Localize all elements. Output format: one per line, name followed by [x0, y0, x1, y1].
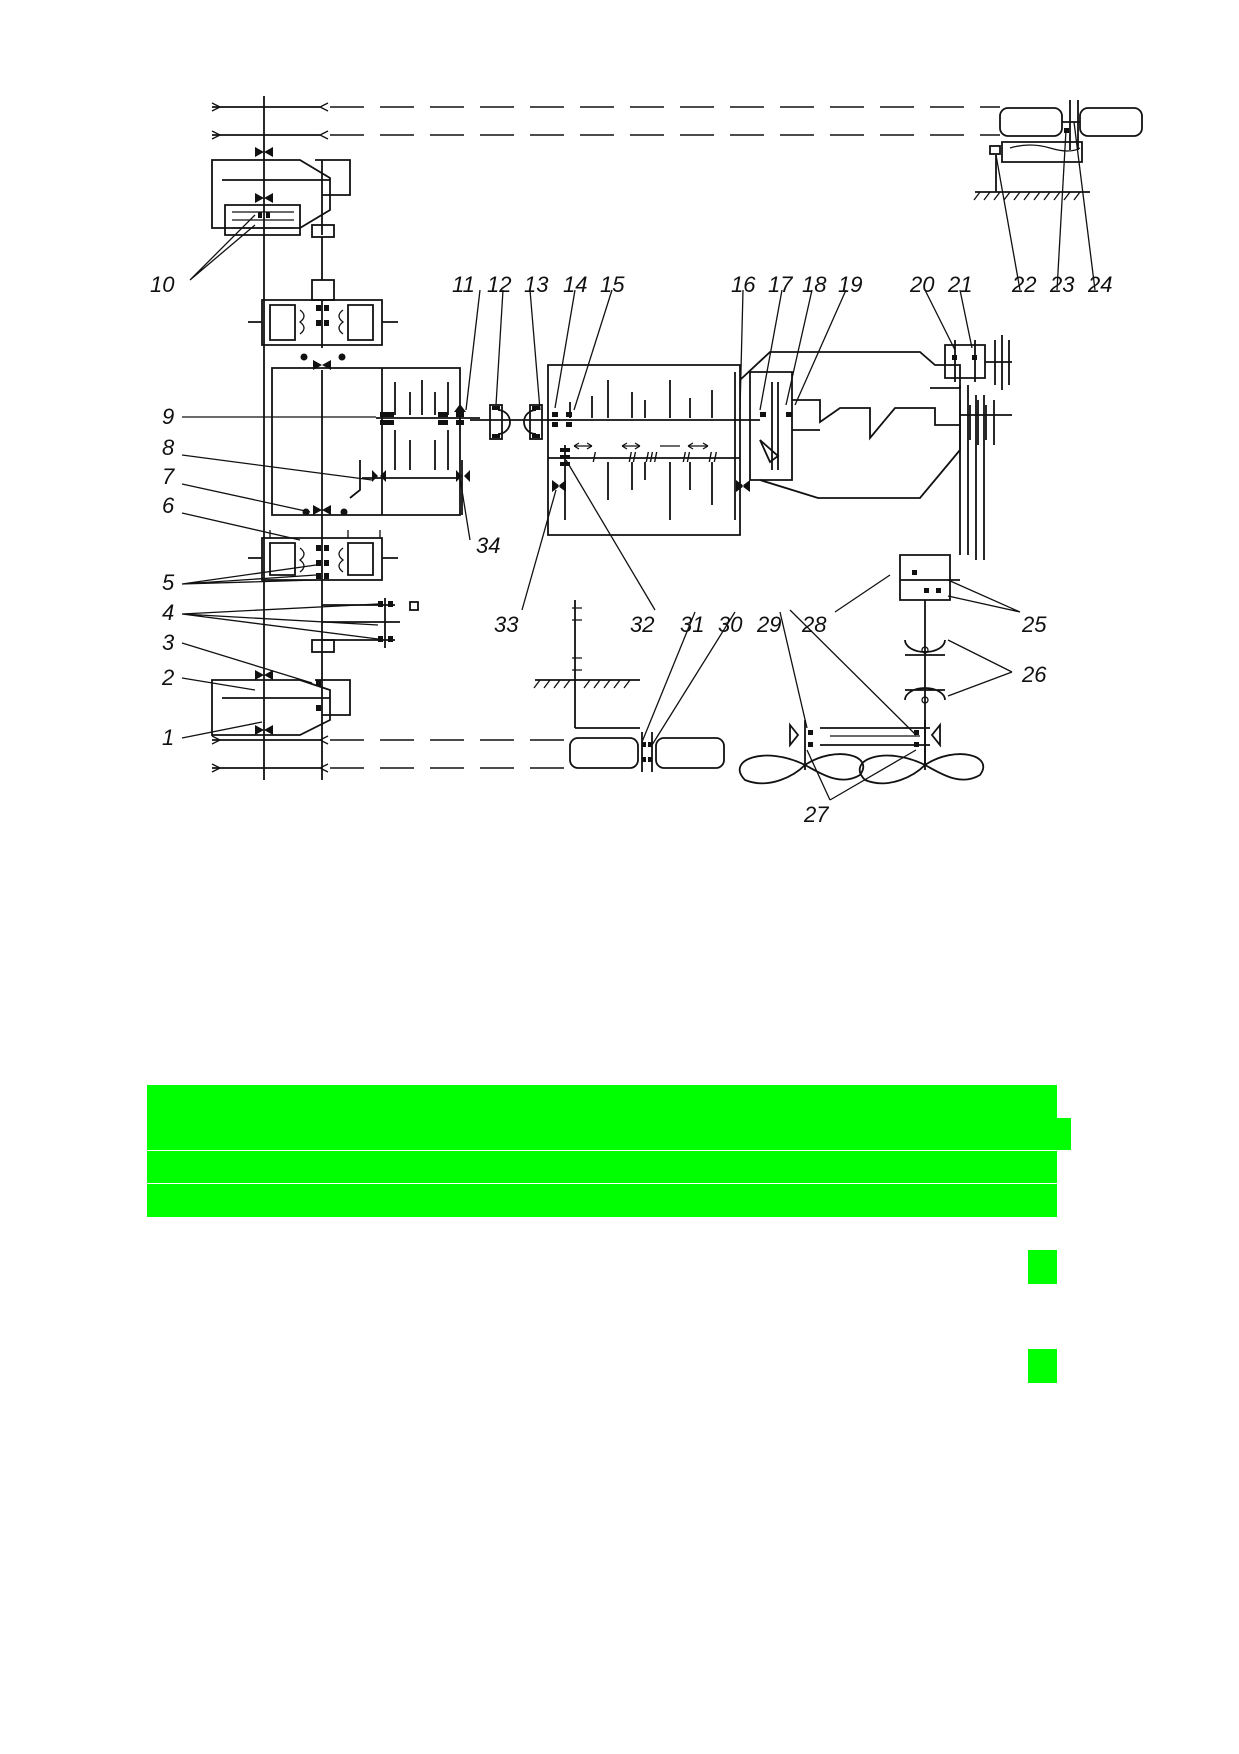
callout-4: 4: [162, 600, 174, 625]
callout-6: 6: [162, 493, 175, 518]
bottom-center-wheel: [533, 600, 725, 772]
callout-28: 28: [801, 612, 827, 637]
callout-25: 25: [1021, 612, 1047, 637]
callout-29: 29: [756, 612, 781, 637]
gear-mark-1: I: [592, 449, 596, 466]
callout-12: 12: [487, 272, 511, 297]
redaction-block-small-2: [1028, 1349, 1057, 1383]
gear-mark-3: III: [645, 449, 658, 466]
lower-final-drive: [211, 639, 351, 736]
callout-26: 26: [1021, 662, 1047, 687]
range-gearbox: [547, 364, 760, 536]
redaction-block-caption-4: [147, 1184, 1057, 1217]
callout-22: 22: [1011, 272, 1036, 297]
callout-14: 14: [563, 272, 587, 297]
callout-33: 33: [494, 612, 519, 637]
top-drive-lines: [211, 102, 1000, 140]
gear-mark-5: II: [682, 449, 690, 466]
callout-16: 16: [731, 272, 756, 297]
callout-24: 24: [1087, 272, 1112, 297]
callout-17: 17: [768, 272, 793, 297]
callout-18: 18: [802, 272, 827, 297]
engine-and-flywheel: [739, 351, 961, 499]
callout-3: 3: [162, 630, 175, 655]
redaction-block-caption-2: [1057, 1118, 1071, 1150]
gear-mark-2: II: [628, 449, 636, 466]
callout-21: 21: [947, 272, 972, 297]
callout-labels: 1 2 3 4 5 6 7 8 9 10 11 12 13 14 15 16 1…: [150, 272, 1112, 827]
callout-10: 10: [150, 272, 175, 297]
upper-final-drive: [211, 96, 351, 780]
redaction-block-caption-3: [147, 1151, 1057, 1183]
gear-engagement-marks: I II III I II I: [592, 449, 717, 466]
callout-19: 19: [838, 272, 862, 297]
fan-drive: [899, 335, 1012, 765]
callout-20: 20: [909, 272, 935, 297]
callout-27: 27: [803, 802, 829, 827]
top-right-wheel-assembly: [973, 100, 1143, 201]
callout-1: 1: [162, 725, 174, 750]
callout-7: 7: [162, 464, 175, 489]
callout-13: 13: [524, 272, 549, 297]
redaction-block-caption-1: [147, 1085, 1057, 1150]
upper-brake-clutch: [248, 279, 398, 370]
brake-control-levers: [322, 598, 419, 648]
gear-mark-6: I: [713, 449, 717, 466]
main-gearbox: [271, 367, 480, 516]
callout-30: 30: [718, 612, 743, 637]
lower-brake-clutch: [248, 505, 398, 780]
callout-34: 34: [476, 533, 500, 558]
callout-8: 8: [162, 435, 175, 460]
callout-31: 31: [680, 612, 704, 637]
callout-9: 9: [162, 404, 174, 429]
cooling-fans: [738, 720, 985, 785]
callout-32: 32: [630, 612, 654, 637]
gear-mark-4: I: [708, 449, 712, 466]
main-clutch-coupling: [470, 404, 560, 440]
callout-5: 5: [162, 570, 175, 595]
bottom-drive-lines: [211, 735, 570, 773]
callout-11: 11: [452, 272, 475, 297]
callout-23: 23: [1049, 272, 1075, 297]
callout-leader-lines: [181, 121, 1096, 801]
callout-15: 15: [600, 272, 625, 297]
redaction-block-small-1: [1028, 1250, 1057, 1284]
callout-2: 2: [161, 665, 174, 690]
